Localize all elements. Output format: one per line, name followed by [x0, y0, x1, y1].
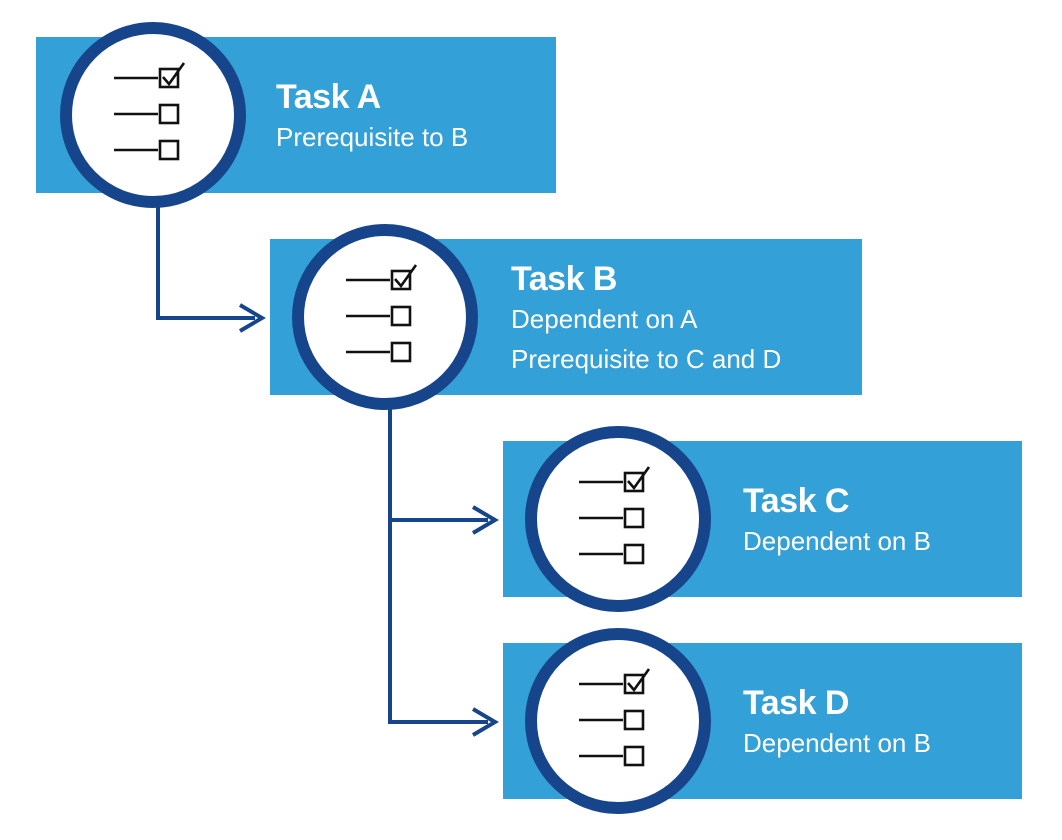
task-a-title: Task A: [276, 78, 381, 116]
task-c-line-1: Dependent on B: [743, 526, 931, 556]
task-d-line-1: Dependent on B: [743, 728, 931, 758]
task-b-text: Task B Dependent on A Prerequisite to C …: [511, 259, 781, 379]
connector-b-to-c: [388, 393, 499, 535]
task-b-title: Task B: [511, 260, 617, 298]
checklist-icon: [114, 62, 186, 161]
task-b-circle: [292, 224, 478, 410]
task-card-b: Task B Dependent on A Prerequisite to C …: [270, 224, 862, 410]
checklist-icon: [346, 264, 418, 363]
task-card-d: Task D Dependent on B: [503, 628, 1022, 814]
arrowhead-d: [471, 707, 499, 737]
arrowhead-c: [471, 505, 499, 535]
checklist-icon: [579, 668, 651, 767]
task-d-circle: [525, 628, 711, 814]
checklist-icon: [579, 466, 651, 565]
task-b-line-2: Prerequisite to C and D: [511, 344, 782, 374]
task-b-line-1: Dependent on A: [511, 304, 698, 334]
task-c-circle: [525, 426, 711, 612]
connector-b-to-d: [388, 520, 499, 737]
task-a-circle: [60, 22, 246, 208]
task-card-a: Task A Prerequisite to B: [36, 22, 556, 208]
task-a-line-1: Prerequisite to B: [276, 122, 469, 152]
task-d-text: Task D Dependent on B: [743, 683, 931, 763]
task-a-text: Task A Prerequisite to B: [276, 77, 468, 157]
connector-a-to-b: [156, 190, 266, 333]
task-d-title: Task D: [743, 684, 849, 722]
task-card-c: Task C Dependent on B: [503, 426, 1022, 612]
task-c-text: Task C Dependent on B: [743, 481, 931, 561]
arrowhead-b: [238, 303, 266, 333]
task-c-title: Task C: [743, 482, 849, 520]
